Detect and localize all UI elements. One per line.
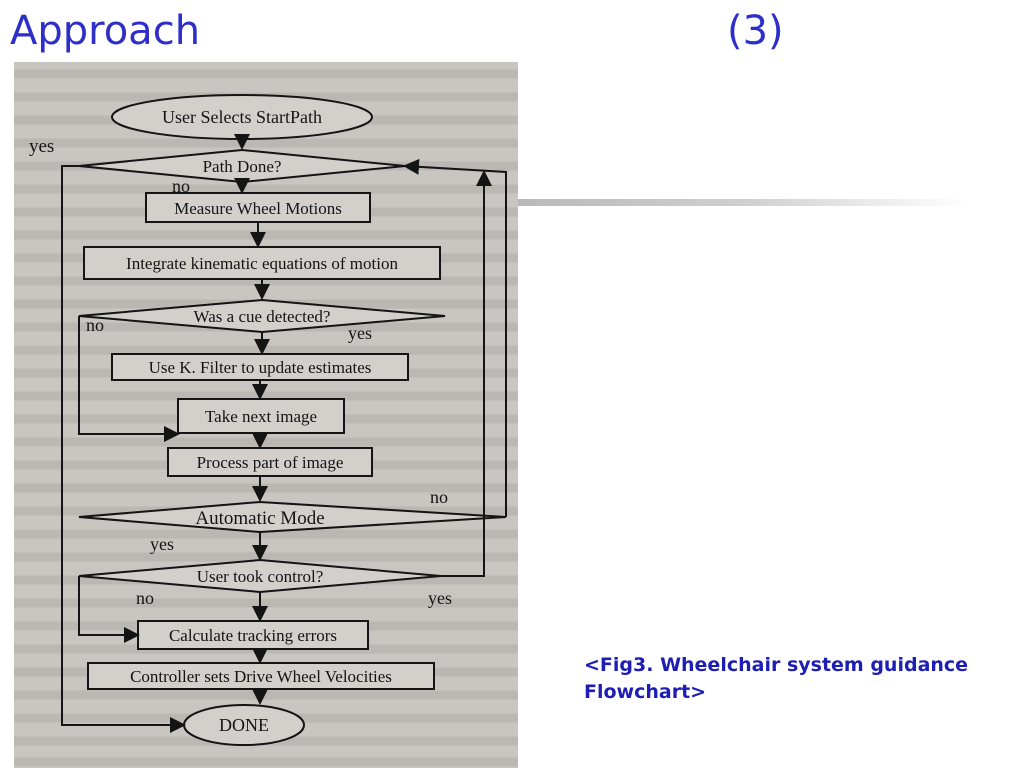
label-yes-user-control: yes — [428, 588, 452, 608]
loop-yes-user-control — [441, 170, 492, 577]
loop-yes-path-done — [61, 165, 186, 733]
tracking-label: Calculate tracking errors — [169, 626, 337, 645]
user-control-label: User took control? — [197, 567, 324, 586]
take-image-label: Take next image — [205, 407, 317, 426]
label-yes-cue: yes — [348, 323, 372, 343]
flowchart-scan: User Selects StartPath Path Done? Measur… — [14, 62, 518, 768]
label-no-cue: no — [86, 315, 104, 335]
label-no-automatic: no — [430, 487, 448, 507]
flowchart-diagram: User Selects StartPath Path Done? Measur… — [14, 69, 518, 767]
measure-label: Measure Wheel Motions — [174, 199, 342, 218]
box-process-image — [167, 447, 373, 477]
label-no-path-done: no — [172, 176, 190, 196]
box-take-image — [177, 398, 345, 434]
auto-mode-label: Automatic Mode — [195, 508, 324, 529]
box-controller — [87, 662, 435, 690]
flowchart-shapes — [61, 94, 507, 746]
box-measure — [145, 192, 371, 223]
box-integrate — [83, 246, 441, 280]
loop-no-cue — [78, 316, 180, 442]
controller-label: Controller sets Drive Wheel Velocities — [130, 667, 392, 686]
path-done-label: Path Done? — [203, 157, 282, 176]
slide-title: Approach — [10, 8, 201, 54]
box-tracking — [137, 620, 369, 650]
label-no-user-control: no — [136, 588, 154, 608]
box-kfilter — [111, 353, 409, 381]
decision-cue — [78, 298, 446, 334]
process-image-label: Process part of image — [197, 453, 344, 472]
cue-label: Was a cue detected? — [194, 307, 331, 326]
figure-caption: <Fig3. Wheelchair system guidance Flowch… — [584, 654, 969, 703]
slide-number: (3) — [727, 8, 784, 54]
label-yes-automatic: yes — [150, 534, 174, 554]
start-label: User Selects StartPath — [162, 107, 322, 127]
loop-no-user-control — [78, 576, 140, 643]
label-yes-path-done: yes — [29, 136, 54, 157]
integrate-label: Integrate kinematic equations of motion — [126, 254, 398, 273]
done-label: DONE — [219, 715, 269, 735]
accent-rule — [518, 199, 968, 206]
kfilter-label: Use K. Filter to update estimates — [149, 358, 372, 377]
flowchart-labels: User Selects StartPath Path Done? Measur… — [29, 107, 452, 735]
loop-no-automatic — [403, 158, 507, 517]
